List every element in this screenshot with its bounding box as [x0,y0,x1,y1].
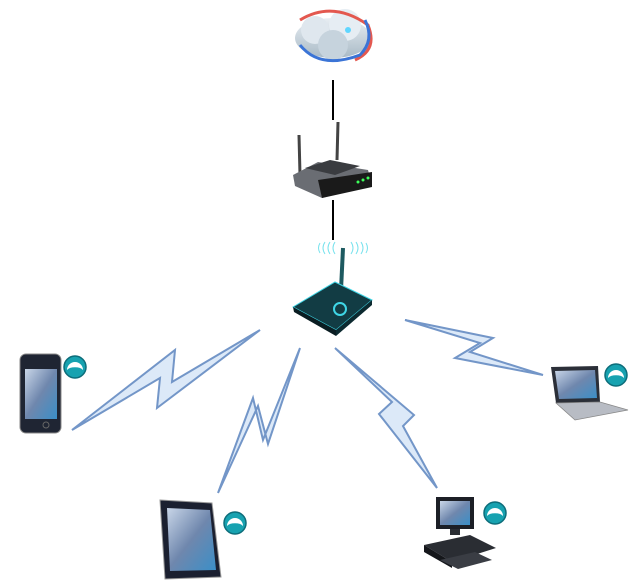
wifi-badge-icon [483,501,507,525]
wireless-access-point-icon [291,241,373,336]
wireless-link-tablet [217,347,301,494]
wifi-badge-icon [604,363,628,387]
desktop-computer-icon [424,497,496,569]
wireless-link-desktop [334,347,438,489]
tablet-icon [159,499,222,580]
smartphone-icon [19,353,62,434]
laptop-icon [551,366,629,421]
wired-router-icon [293,121,372,198]
wireless-link-laptop [404,319,544,376]
wireless-link-smartphone [71,329,261,431]
wifi-badge-icon [223,511,247,535]
cloud-globe-icon [295,9,373,63]
wifi-badge-icon [63,355,87,379]
